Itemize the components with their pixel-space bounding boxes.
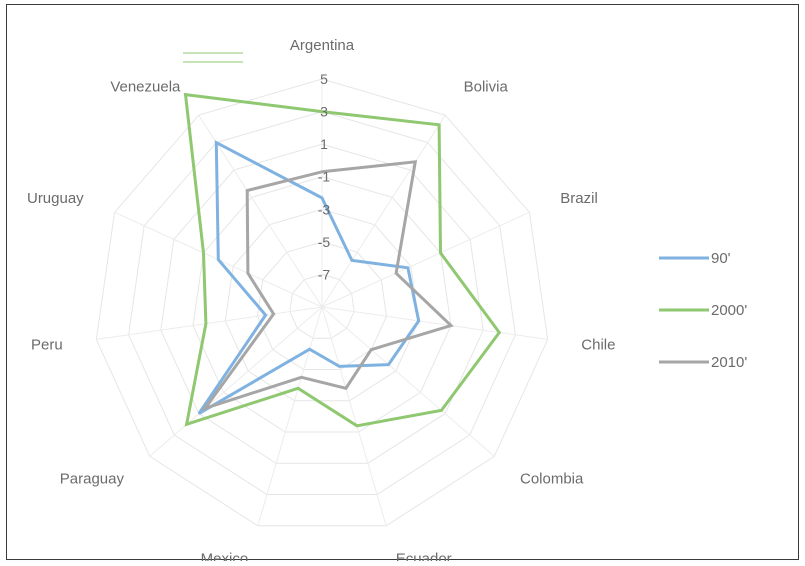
grid-spoke: [321, 306, 548, 340]
grid-spoke: [96, 306, 323, 340]
grid-spoke: [321, 306, 387, 526]
tick-label: -1: [318, 169, 331, 185]
radar-series: [183, 92, 502, 428]
grid-spoke: [321, 306, 495, 457]
category-label-chile: Chile: [581, 336, 615, 353]
grid-ring: [224, 208, 420, 402]
category-label-uruguay: Uruguay: [27, 190, 84, 207]
grid-spoke: [257, 306, 323, 526]
category-label-venezuela: Venezuela: [110, 79, 181, 96]
tick-label: -5: [318, 234, 331, 250]
category-label-argentina: Argentina: [290, 37, 355, 54]
grid-ring: [256, 241, 388, 370]
grid-spoke: [321, 211, 530, 308]
grid-ring: [289, 273, 355, 339]
series-line-2: [201, 160, 454, 412]
tick-label: 3: [320, 104, 328, 120]
radial-axis-ticks: 5 3 1 -1 -3 -5 -7: [318, 71, 331, 282]
category-label-brazil: Brazil: [560, 190, 598, 207]
category-label-peru: Peru: [31, 336, 63, 353]
category-label-paraguay: Paraguay: [60, 471, 125, 488]
category-label-mexico: Mexico: [201, 550, 249, 561]
tick-label: 1: [320, 136, 328, 152]
grid-ring: [192, 176, 452, 433]
tick-label: -3: [318, 201, 331, 217]
grid-spoke: [321, 114, 446, 308]
grid-spoke: [198, 114, 323, 308]
legend-label-0: 90': [711, 250, 731, 267]
grid-ring: [160, 143, 484, 464]
category-labels: ArgentinaBoliviaBrazilChileColombiaEcuad…: [27, 37, 615, 561]
category-label-ecuador: Ecuador: [396, 550, 452, 561]
category-label-bolivia: Bolivia: [464, 79, 509, 96]
legend: 90' 2000' 2010': [659, 250, 747, 371]
legend-label-1: 2000': [711, 302, 747, 319]
series-line-1: [183, 92, 502, 428]
tick-label: 5: [320, 71, 328, 87]
grid-spoke: [149, 306, 323, 457]
tick-label: -7: [318, 266, 331, 282]
grid-ring: [95, 78, 549, 527]
radar-chart: 5 3 1 -1 -3 -5 -7 ArgentinaBoliviaBrazilChileC…: [27, 37, 747, 561]
legend-label-2: 2010': [711, 354, 747, 371]
grid-ring: [128, 111, 516, 495]
category-label-colombia: Colombia: [520, 471, 584, 488]
radar-grid: [95, 78, 549, 527]
